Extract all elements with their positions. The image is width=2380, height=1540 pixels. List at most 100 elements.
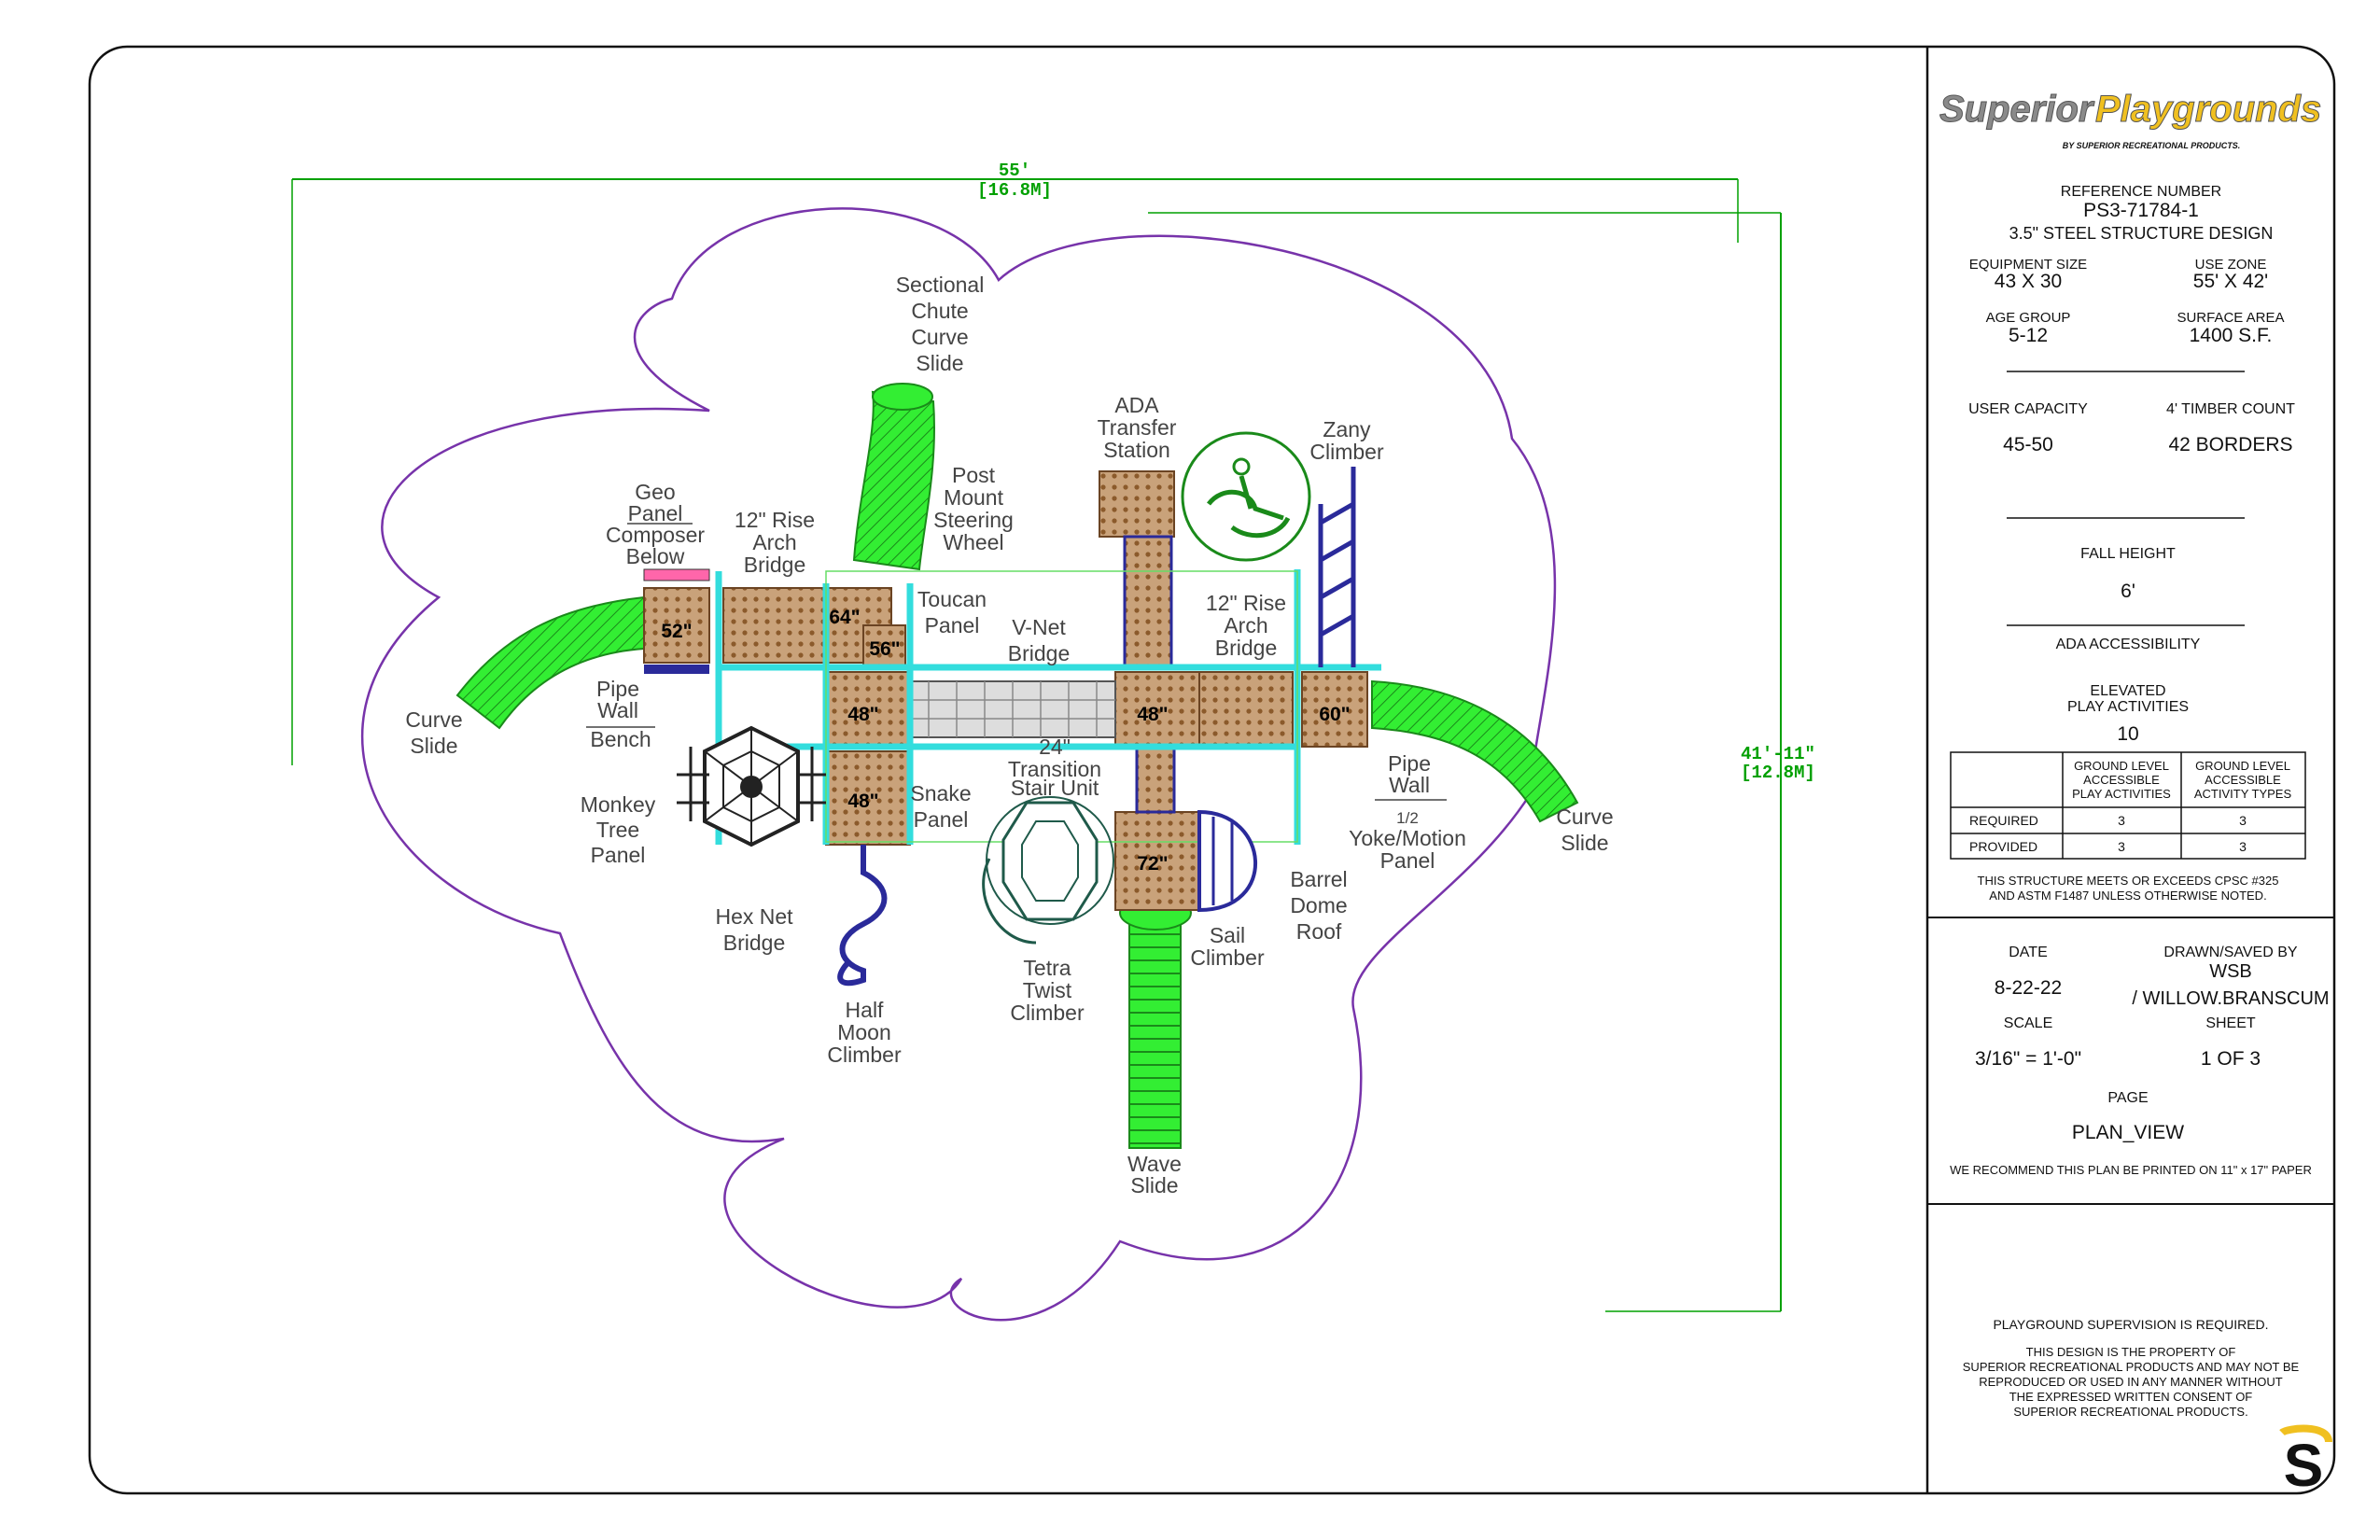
corner-s-logo: S [2279,1424,2332,1499]
brand-superior: Superior [1939,89,2095,130]
elevated-label-1: ELEVATED [2090,683,2165,699]
label-bench: Bench [590,727,651,751]
svg-text:ACCESSIBLE: ACCESSIBLE [2083,773,2160,787]
svg-text:3: 3 [2239,839,2247,854]
page-label: PAGE [2107,1090,2148,1106]
structure-design: 3.5" STEEL STRUCTURE DESIGN [2009,224,2274,243]
height-48a: 48" [847,704,878,725]
sheet-label: SHEET [2205,1015,2256,1031]
bench [644,665,709,674]
depth-dim-label: 41'-11" [1741,744,1815,764]
half-moon-climber [837,845,888,987]
svg-text:REQUIRED: REQUIRED [1969,813,2038,828]
elevated-value: 10 [2117,723,2138,745]
print-note: WE RECOMMEND THIS PLAN BE PRINTED ON 11"… [1950,1163,2312,1177]
svg-text:GROUND LEVEL: GROUND LEVEL [2074,759,2169,773]
wave-slide [1128,914,1182,1149]
depth-dim-metric: [12.8M] [1741,763,1815,783]
brand-tagline: BY SUPERIOR RECREATIONAL PRODUCTS. [2063,141,2241,150]
height-64: 64" [829,607,860,628]
reference-label: REFERENCE NUMBER [2061,184,2221,200]
saved-by: / WILLOW.BRANSCUM [2132,988,2329,1009]
svg-text:GROUND LEVEL: GROUND LEVEL [2195,759,2290,773]
svg-text:ACCESSIBLE: ACCESSIBLE [2205,773,2281,787]
vnet-grid [910,681,1115,737]
zany-climber [1318,467,1356,667]
surface-area-label: SURFACE AREA [2177,310,2284,326]
fall-height: 6' [2121,581,2135,602]
cpsc-note-2: AND ASTM F1487 UNLESS OTHERWISE NOTED. [1989,889,2266,903]
width-dim-metric: [16.8M] [977,180,1052,201]
timber-count: 42 BORDERS [2168,434,2292,455]
height-60: 60" [1319,704,1350,725]
ada-transfer-steps [1123,535,1173,669]
svg-text:THE EXPRESSED WRITTEN CONSENT: THE EXPRESSED WRITTEN CONSENT OF [2009,1390,2253,1404]
svg-text:THIS DESIGN IS THE PROPERTY OF: THIS DESIGN IS THE PROPERTY OF [2026,1345,2236,1359]
stair-steps [1135,745,1176,814]
width-dim-label: 55' [999,161,1030,181]
deck-56 [862,624,906,668]
drawn-by: WSB [2209,961,2252,982]
accessibility-table: GROUND LEVEL ACCESSIBLE PLAY ACTIVITIES … [1950,751,2306,860]
elevated-label-2: PLAY ACTIVITIES [2067,699,2189,715]
ada-symbol [1181,431,1311,562]
use-zone-label: USE ZONE [2195,257,2267,273]
surface-area: 1400 S.F. [2190,325,2273,346]
ada-transfer-top [1099,470,1175,538]
arch-bridge-right-deck [1198,671,1294,748]
drawn-label: DRAWN/SAVED BY [2163,945,2297,960]
timber-label: 4' TIMBER COUNT [2166,401,2295,417]
svg-text:3: 3 [2118,839,2125,854]
brand-logo: Superior Playgrounds BY SUPERIOR RECREAT… [1939,89,2322,151]
curve-slide-right [1371,679,1579,823]
equipment-size-label: EQUIPMENT SIZE [1969,257,2087,273]
user-capacity-label: USER CAPACITY [1968,401,2088,417]
height-48c: 48" [847,791,878,812]
ada-label: ADA ACCESSIBILITY [2056,637,2201,652]
age-group: 5-12 [2009,325,2048,346]
sheet-border [88,45,2336,1495]
barrel-dome-roof [1197,809,1258,913]
arch-bridge-left-deck [722,587,827,664]
height-72: 72" [1137,853,1168,875]
height-52: 52" [661,621,692,642]
geo-panel [643,568,710,581]
height-48b: 48" [1137,704,1168,725]
equipment-size: 43 X 30 [1995,271,2062,292]
hex-net-bridge [677,725,826,847]
cpsc-note-1: THIS STRUCTURE MEETS OR EXCEEDS CPSC #32… [1978,874,2279,888]
scale: 3/16" = 1'-0" [1975,1048,2081,1070]
svg-text:REPRODUCED OR USED IN ANY MANN: REPRODUCED OR USED IN ANY MANNER WITHOUT [1979,1375,2283,1389]
logo-letter: S [2284,1432,2324,1499]
reference-number: PS3-71784-1 [2083,200,2199,221]
page-name: PLAN_VIEW [2072,1122,2184,1143]
date-label: DATE [2009,945,2047,960]
chute-mouth [872,383,933,411]
svg-text:PLAY ACTIVITIES: PLAY ACTIVITIES [2072,787,2171,801]
width-dimension: 55' [16.8M] [291,161,1739,765]
